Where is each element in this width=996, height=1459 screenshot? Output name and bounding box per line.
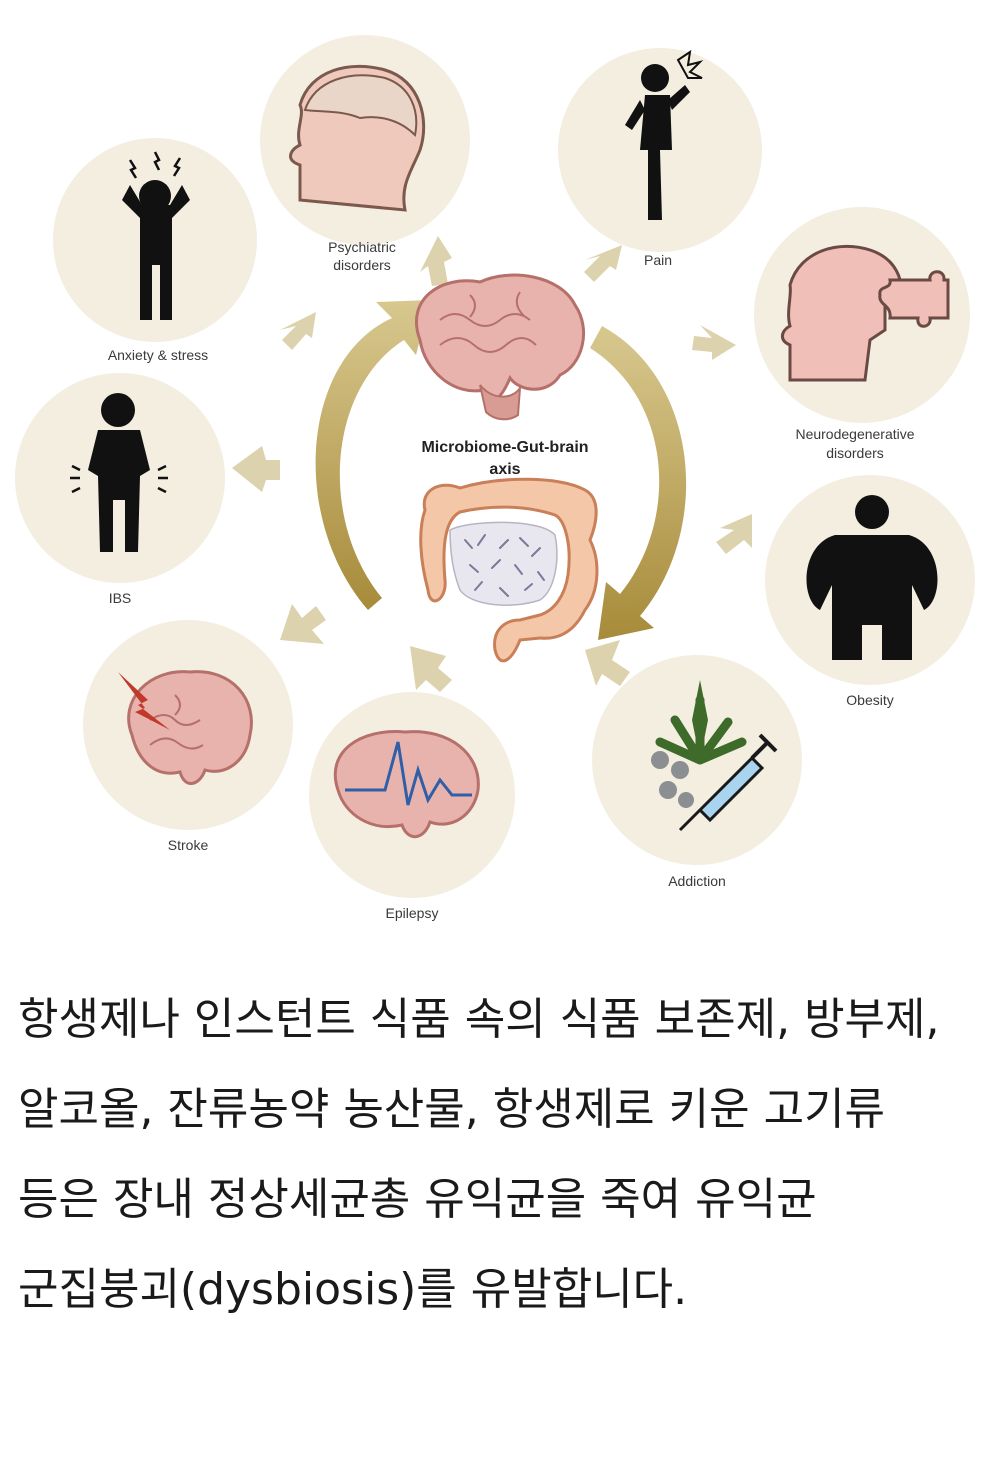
microbiome-gut-brain-diagram: Psychiatric disorders Pain Anxiety & str…	[15, 35, 975, 921]
cycle-arrows	[315, 300, 687, 640]
node-obesity: Obesity	[765, 475, 975, 708]
stroke-label: Stroke	[168, 837, 209, 853]
anxiety-figure-icon	[122, 151, 190, 320]
arrow-to-epilepsy	[410, 646, 452, 692]
arrow-to-neuro	[692, 325, 736, 360]
arrow-to-anxiety	[280, 312, 316, 350]
head-puzzle-icon	[781, 244, 950, 382]
head-profile-icon	[289, 64, 426, 212]
psychiatric-label-line2: disorders	[333, 257, 391, 273]
addiction-label: Addiction	[668, 873, 726, 889]
arrow-to-ibs	[232, 446, 280, 492]
center-brain-icon	[414, 273, 585, 421]
stroke-brain-icon	[118, 670, 253, 785]
pain-figure-icon	[625, 49, 704, 220]
node-anxiety: Anxiety & stress	[53, 138, 257, 363]
epilepsy-label: Epilepsy	[386, 905, 439, 921]
psychiatric-label-line1: Psychiatric	[328, 239, 396, 255]
cannabis-leaf-icon	[655, 680, 747, 765]
center-title-line1: Microbiome-Gut-brain	[421, 439, 588, 456]
arrow-to-obesity	[716, 514, 752, 554]
right-cycle-arrow	[590, 326, 687, 640]
node-psychiatric: Psychiatric disorders	[260, 35, 470, 273]
pills-icon	[651, 751, 694, 808]
arrow-to-pain	[584, 245, 622, 282]
outward-arrows	[232, 236, 752, 692]
node-neurodegenerative: Neurodegenerative disorders	[754, 207, 970, 461]
arrow-to-psychiatric	[420, 236, 452, 286]
ibs-figure-icon	[70, 393, 168, 552]
article-paragraph: 항생제나 인스턴트 식품 속의 식품 보존제, 방부제, 알코올, 잔류농약 농…	[18, 994, 940, 1315]
node-addiction: Addiction	[592, 655, 802, 889]
obesity-figure-icon	[806, 495, 938, 660]
anxiety-label: Anxiety & stress	[108, 347, 208, 363]
ibs-label: IBS	[109, 590, 132, 606]
arrow-to-addiction	[585, 640, 630, 686]
arrow-to-stroke	[280, 604, 326, 644]
node-ibs: IBS	[15, 373, 225, 606]
epilepsy-brain-icon	[333, 730, 480, 839]
obesity-label: Obesity	[846, 692, 893, 708]
node-stroke: Stroke	[83, 620, 293, 853]
node-epilepsy: Epilepsy	[309, 692, 515, 921]
intestine-icon	[419, 477, 599, 663]
syringe-icon	[678, 733, 778, 832]
pain-label: Pain	[644, 252, 672, 268]
left-cycle-arrow	[315, 300, 430, 610]
center-title-line2: axis	[489, 461, 520, 478]
node-pain: Pain	[558, 48, 762, 268]
neurodegenerative-label-line2: disorders	[826, 445, 884, 461]
neurodegenerative-label-line1: Neurodegenerative	[795, 426, 914, 442]
